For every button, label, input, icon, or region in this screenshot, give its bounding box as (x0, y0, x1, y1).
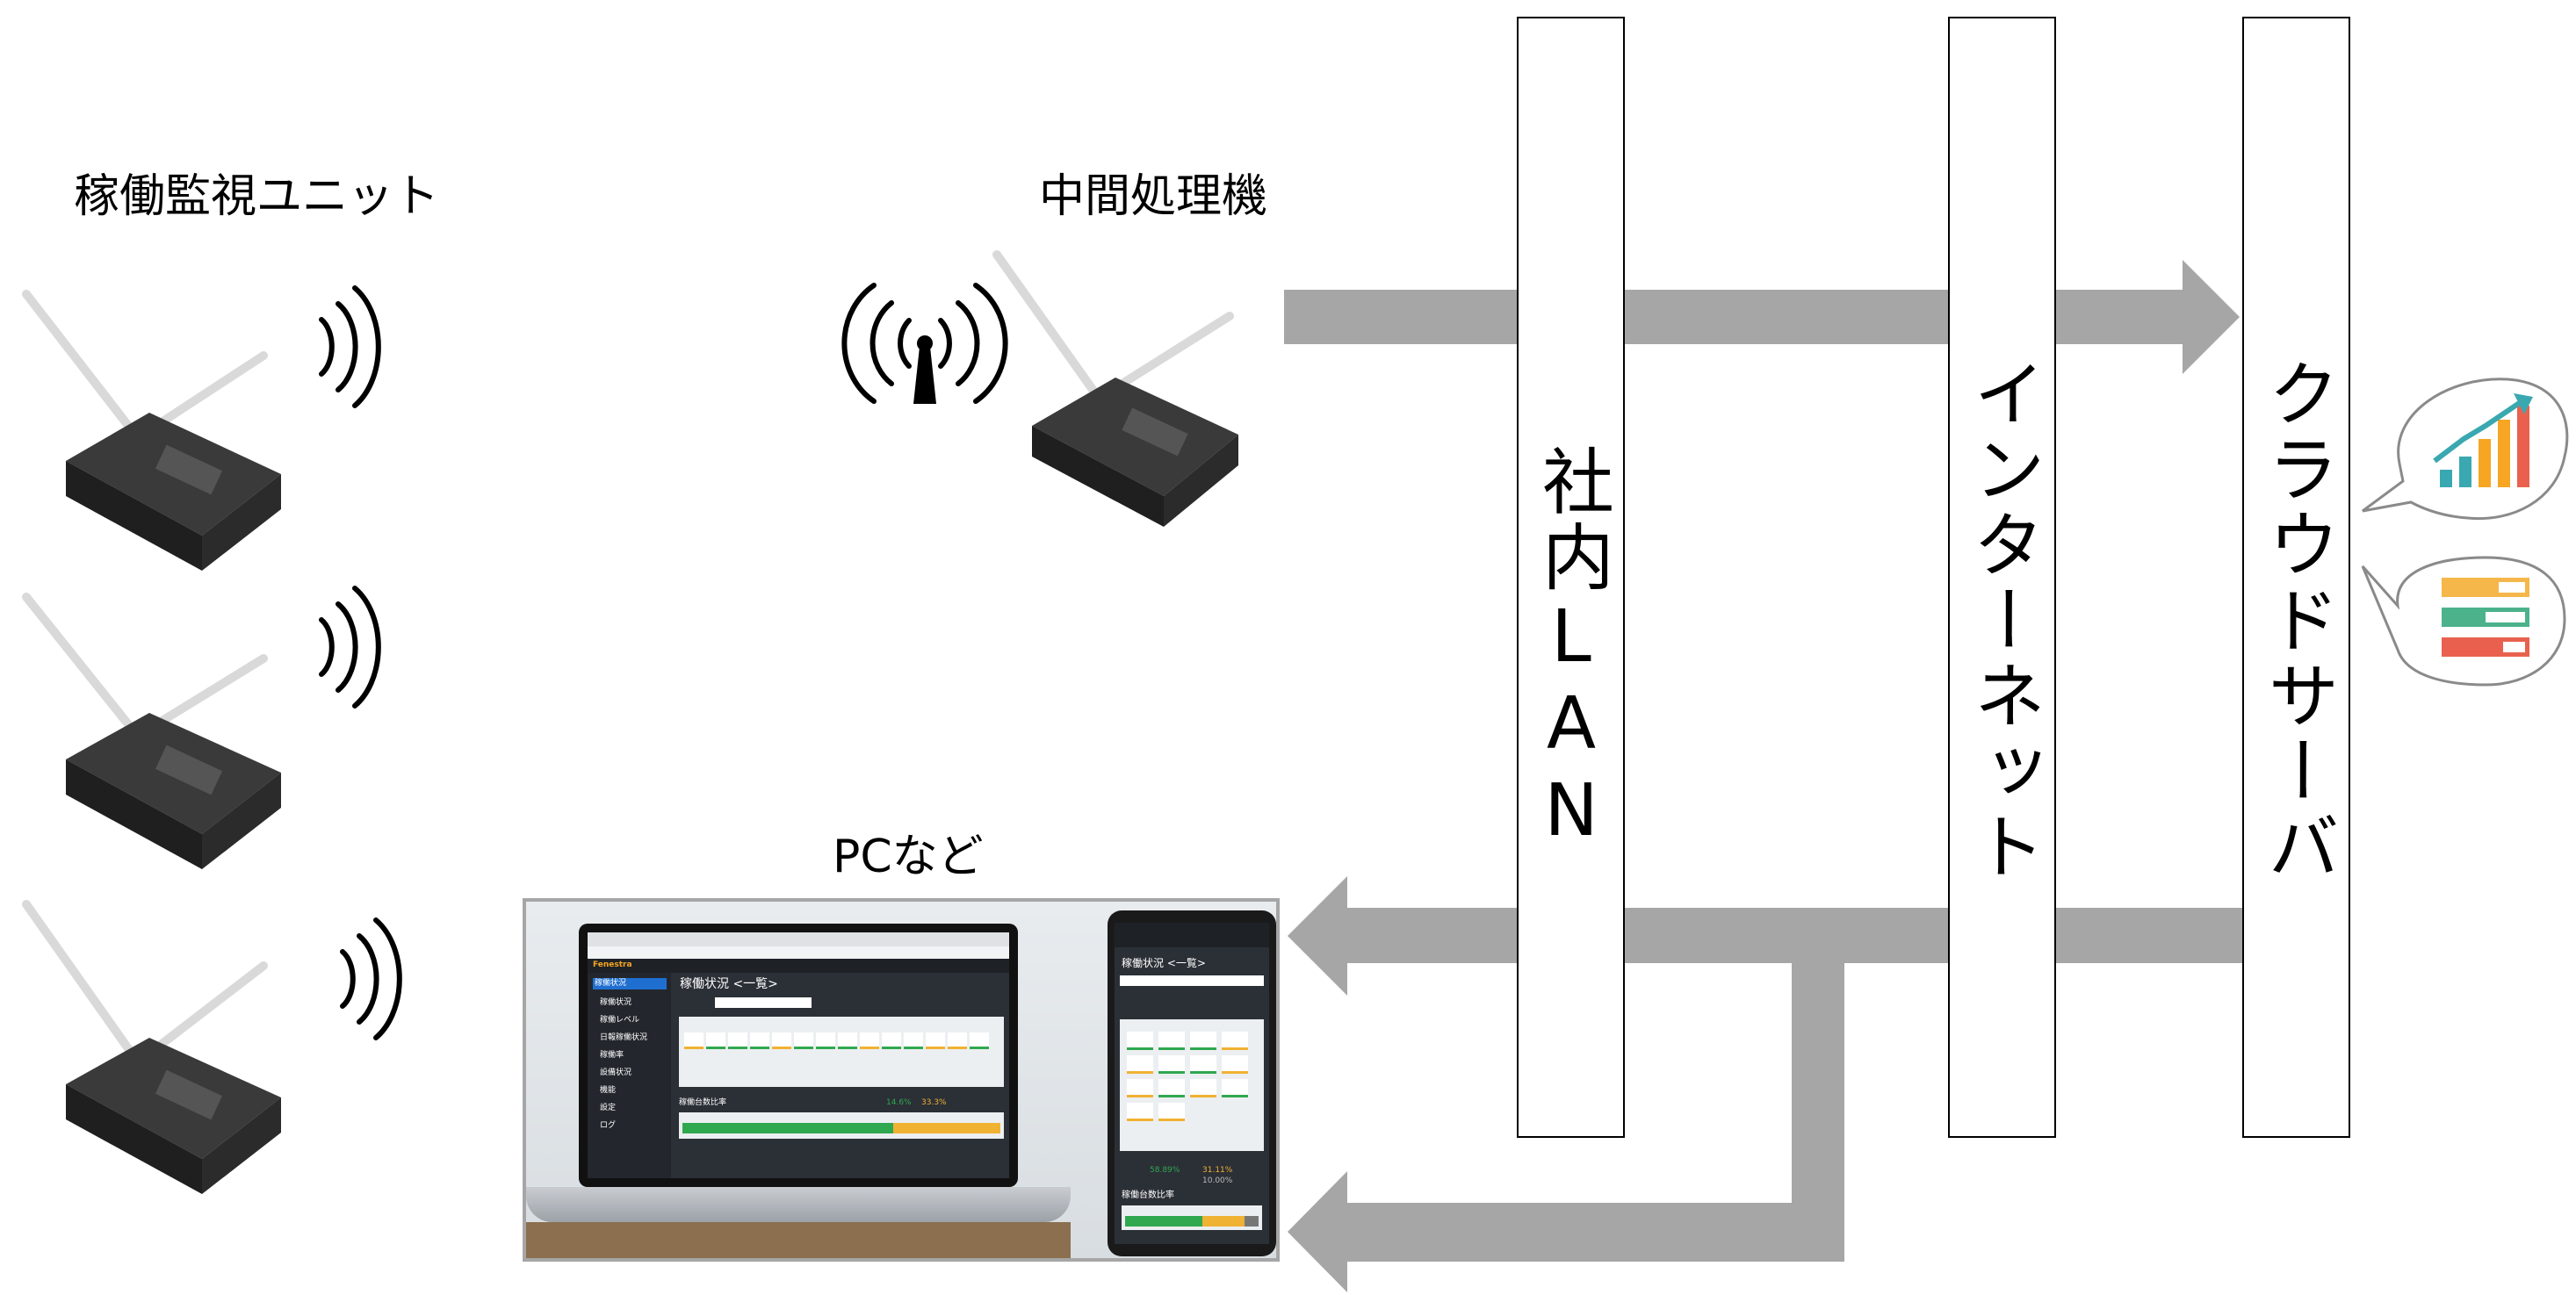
status-tile (816, 1032, 835, 1049)
laptop-bezel: Fenestra 稼働状況 稼働状況 稼働レベル 日報稼働状況 稼働率 設備状況… (579, 924, 1018, 1187)
status-tile (882, 1032, 901, 1049)
intermediate-processor-label: 中間処理機 (1039, 170, 1268, 223)
status-tile (838, 1032, 857, 1049)
status-tile (684, 1032, 704, 1049)
status-tile (860, 1032, 879, 1049)
status-tile (970, 1032, 989, 1049)
laptop-ratio-bar (679, 1112, 1004, 1139)
laptop-brand: Fenestra (593, 960, 632, 969)
internal-lan-column: 社内LAN (1517, 17, 1625, 1138)
internal-lan-label: 社内LAN (1529, 444, 1613, 856)
internet-label: インターネット (1960, 356, 2045, 885)
antenna-broadcast-icon (841, 283, 1008, 404)
status-tile (706, 1032, 725, 1049)
pc-label: PCなど (833, 831, 984, 883)
phone-body: 稼働状況 <一覧> (1108, 910, 1276, 1256)
monitoring-unit-device (22, 900, 281, 1194)
laptop-machine-tiles (679, 1017, 1004, 1087)
monitoring-unit-device (22, 290, 281, 571)
cloud-server-label: クラウドサーバ (2255, 356, 2339, 885)
downstream-arrow-phone (1288, 963, 1844, 1292)
pc-screenshot-frame: Fenestra 稼働状況 稼働状況 稼働レベル 日報稼働状況 稼働率 設備状況… (523, 898, 1280, 1262)
status-tile (728, 1032, 747, 1049)
downstream-arrow-laptop (1288, 876, 2244, 996)
cloud-server-column: クラウドサーバ (2242, 17, 2350, 1138)
wireless-signal-icon (340, 917, 402, 1040)
intermediate-processor-device (992, 250, 1238, 527)
status-tile (904, 1032, 923, 1049)
monitoring-unit-device (22, 593, 281, 869)
chart-bubble-icon (2362, 378, 2569, 521)
desk-surface (526, 1222, 1071, 1258)
phone-ratio-bar (1122, 1205, 1262, 1230)
phone-ratio-title: 稼働台数比率 (1122, 1191, 1174, 1200)
laptop-screen: Fenestra 稼働状況 稼働状況 稼働レベル 日報稼働状況 稼働率 設備状況… (588, 932, 1009, 1178)
laptop-base (526, 1187, 1071, 1222)
internet-column: インターネット (1948, 17, 2056, 1138)
phone-machine-tiles (1120, 1019, 1264, 1151)
status-tile (794, 1032, 813, 1049)
phone-page-title: 稼働状況 <一覧> (1122, 957, 1206, 969)
list-bubble-icon (2361, 556, 2566, 687)
status-tile (926, 1032, 945, 1049)
status-tile (948, 1032, 967, 1049)
laptop-ratio-title: 稼働台数比率 (679, 1098, 727, 1107)
phone-screen: 稼働状況 <一覧> (1115, 923, 1269, 1244)
upstream-arrow (1284, 260, 2240, 374)
wireless-signal-icon (319, 285, 381, 408)
status-tile (750, 1032, 769, 1049)
laptop-page-title: 稼働状況 <一覧> (680, 977, 778, 991)
monitoring-unit-label: 稼働監視ユニット (74, 170, 440, 223)
wireless-signal-icon (319, 586, 381, 709)
status-tile (772, 1032, 791, 1049)
laptop-sidebar: 稼働状況 稼働状況 稼働レベル 日報稼働状況 稼働率 設備状況 機能 設定 ログ (588, 973, 671, 1178)
